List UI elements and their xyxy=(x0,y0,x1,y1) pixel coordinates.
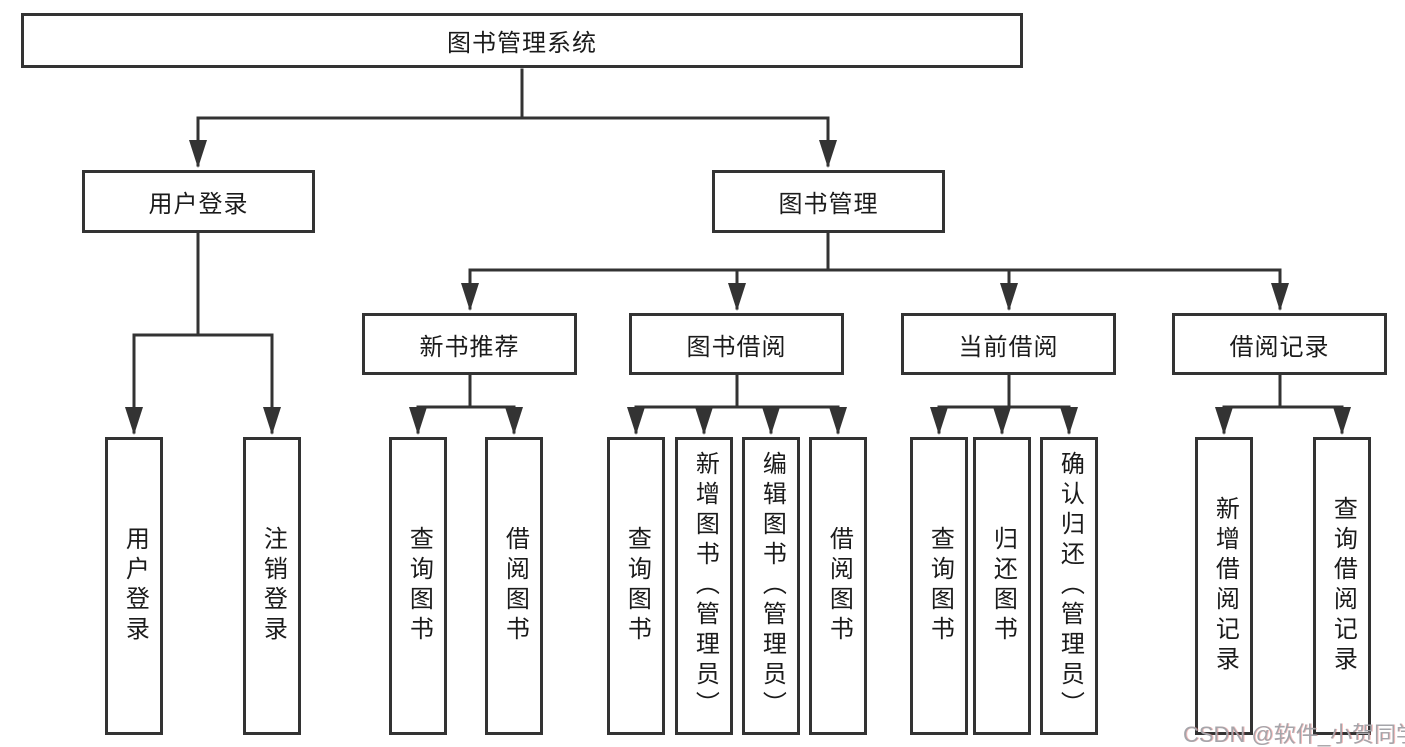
leaf-label: 借阅图书 xyxy=(825,526,853,646)
leaf-label: 归还图书 xyxy=(989,526,1017,646)
node-new-book-recommendation: 新书推荐 xyxy=(362,313,577,375)
leaf-query-borrow-record: 查询借阅记录 xyxy=(1313,437,1371,735)
leaf-label: 注销登录 xyxy=(259,526,287,646)
leaf-query-books-borrowing: 查询图书 xyxy=(607,437,665,735)
leaf-label: 借阅图书 xyxy=(501,526,529,646)
leaf-label: 查询图书 xyxy=(623,526,651,646)
node-book-management: 图书管理 xyxy=(712,170,945,233)
leaf-label: 查询图书 xyxy=(926,526,954,646)
node-book-borrowing: 图书借阅 xyxy=(629,313,844,375)
leaf-label: 编辑图书（管理员） xyxy=(758,451,786,721)
leaf-confirm-return-admin: 确认归还（管理员） xyxy=(1040,437,1098,735)
leaf-label: 查询借阅记录 xyxy=(1329,496,1357,676)
leaf-borrow-books-recommend: 借阅图书 xyxy=(485,437,543,735)
leaf-query-books-current: 查询图书 xyxy=(910,437,968,735)
leaf-edit-book-admin: 编辑图书（管理员） xyxy=(742,437,800,735)
leaf-label: 查询图书 xyxy=(405,526,433,646)
leaf-add-borrow-record: 新增借阅记录 xyxy=(1195,437,1253,735)
leaf-label: 确认归还（管理员） xyxy=(1056,451,1084,721)
leaf-return-book: 归还图书 xyxy=(973,437,1031,735)
node-borrowing-records: 借阅记录 xyxy=(1172,313,1387,375)
csdn-watermark: CSDN @软件_小贺同学 xyxy=(1183,722,1405,747)
leaf-logout: 注销登录 xyxy=(243,437,301,735)
leaf-borrow-books: 借阅图书 xyxy=(809,437,867,735)
leaf-label: 用户登录 xyxy=(121,526,149,646)
node-user-login: 用户登录 xyxy=(82,170,315,233)
node-root: 图书管理系统 xyxy=(21,13,1023,68)
leaf-label: 新增图书（管理员） xyxy=(691,451,719,721)
leaf-label: 新增借阅记录 xyxy=(1211,496,1239,676)
node-current-borrowing: 当前借阅 xyxy=(901,313,1116,375)
leaf-add-book-admin: 新增图书（管理员） xyxy=(675,437,733,735)
leaf-query-books-recommend: 查询图书 xyxy=(389,437,447,735)
leaf-user-login: 用户登录 xyxy=(105,437,163,735)
